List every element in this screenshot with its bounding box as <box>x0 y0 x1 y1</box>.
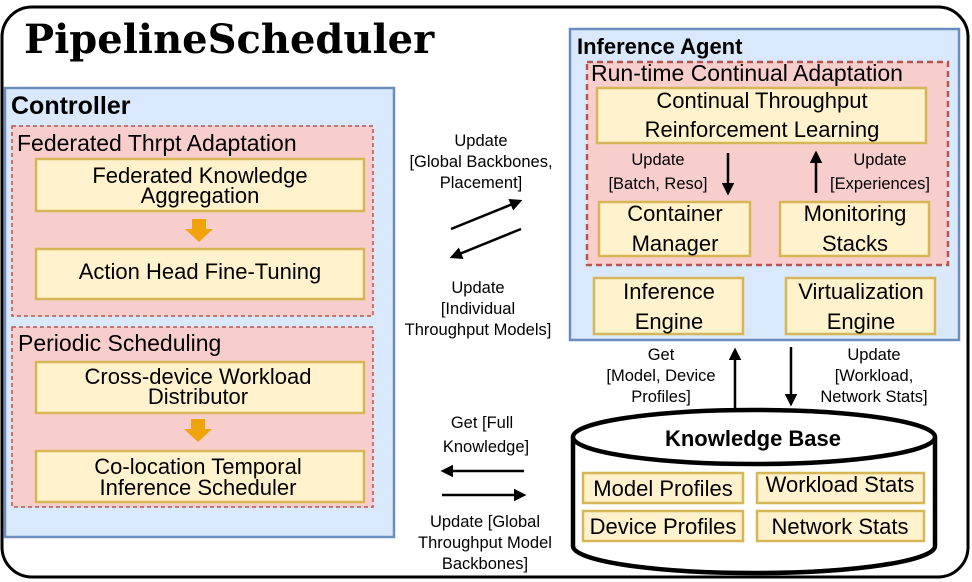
inference-engine-label-line2: Engine <box>635 309 704 334</box>
federated-knowledge-aggregation-label: Federated Knowledge <box>92 163 307 188</box>
continual-throughput-rl-label-line2: Reinforcement Learning <box>645 117 880 142</box>
knowledge-base-title: Knowledge Base <box>665 426 841 451</box>
update-batch-reso-label: Update <box>631 151 684 169</box>
top-update-out-label: Update <box>454 132 507 150</box>
agent-update-label-line2: [Workload, <box>835 367 914 385</box>
workload-stats-label: Workload Stats <box>766 472 915 497</box>
bottom-get-label-line2: Knowledge] <box>443 438 529 456</box>
container-manager-box <box>597 200 752 258</box>
colocation-temporal-inference-scheduler-box <box>34 449 366 504</box>
bottom-update-label-line3: Backbones] <box>442 555 528 573</box>
model-profiles-box <box>581 471 745 505</box>
agent-update-label-line3: Network Stats] <box>820 388 927 406</box>
model-profiles-label: Model Profiles <box>593 476 732 501</box>
network-stats-label: Network Stats <box>772 514 909 539</box>
orange-down-arrow-1 <box>185 219 213 242</box>
federated-knowledge-aggregation-label-line2: Aggregation <box>141 183 260 208</box>
knowledge-base-cylinder-top <box>570 407 938 467</box>
top-update-in-label-line3: Throughput Models] <box>405 321 552 339</box>
device-profiles-label: Device Profiles <box>590 514 737 539</box>
periodic-group-title: Periodic Scheduling <box>18 330 221 356</box>
top-update-in-label: Update <box>451 279 504 297</box>
federated-knowledge-aggregation-box <box>34 157 366 213</box>
bottom-update-label: Update [Global <box>430 513 540 531</box>
cross-device-workload-distributor-label: Cross-device Workload <box>84 364 311 389</box>
runtime-adaptation-title: Run-time Continual Adaptation <box>591 60 903 86</box>
monitoring-stacks-label: Monitoring <box>804 201 907 226</box>
virtualization-engine-label: Virtualization <box>798 279 924 304</box>
continual-throughput-rl-label: Continual Throughput <box>656 88 867 113</box>
workload-stats-box <box>755 471 926 505</box>
inference-engine-box <box>592 276 745 336</box>
update-batch-reso-label-line2: [Batch, Reso] <box>608 175 707 193</box>
device-profiles-box <box>581 509 745 543</box>
colocation-temporal-inference-scheduler-label: Co-location Temporal <box>94 454 301 479</box>
arrow-to-controller-top <box>449 227 522 260</box>
update-experiences-label: Update <box>853 151 906 169</box>
federated-group-title: Federated Thrpt Adaptation <box>17 130 297 156</box>
inference-engine-label: Inference <box>623 279 715 304</box>
top-update-in-label-line2: [Individual <box>441 300 515 318</box>
cross-device-workload-distributor-label-line2: Distributor <box>148 384 248 409</box>
agent-get-label-line3: Profiles] <box>631 388 691 406</box>
controller-title: Controller <box>11 92 131 120</box>
agent-get-label-line2: [Model, Device <box>606 367 715 385</box>
network-stats-box <box>755 509 926 543</box>
continual-throughput-rl-box <box>595 86 928 145</box>
container-manager-label-line2: Manager <box>632 231 719 256</box>
inference-agent-title: Inference Agent <box>577 34 743 59</box>
action-head-fine-tuning-label: Action Head Fine-Tuning <box>79 259 322 284</box>
bottom-update-label-line2: Throughput Model <box>418 534 552 552</box>
action-head-fine-tuning-box <box>34 247 366 301</box>
cross-device-workload-distributor-box <box>34 360 366 415</box>
diagram-title: PipelineScheduler <box>24 16 435 63</box>
orange-down-arrow-2 <box>184 419 212 442</box>
bottom-get-label: Get [Full <box>451 414 513 432</box>
arrow-to-agent <box>450 198 523 231</box>
container-manager-label: Container <box>627 201 722 226</box>
top-update-out-label-line2: [Global Backbones, <box>409 153 552 171</box>
virtualization-engine-label-line2: Engine <box>827 309 896 334</box>
monitoring-stacks-label-line2: Stacks <box>822 231 888 256</box>
virtualization-engine-box <box>784 276 937 336</box>
monitoring-stacks-box <box>778 200 931 258</box>
agent-update-label: Update <box>847 346 900 364</box>
top-update-out-label-line3: Placement] <box>440 174 523 192</box>
colocation-temporal-inference-scheduler-label-line2: Inference Scheduler <box>100 475 297 500</box>
update-experiences-label-line2: [Experiences] <box>830 175 930 193</box>
agent-get-label: Get <box>648 346 675 364</box>
